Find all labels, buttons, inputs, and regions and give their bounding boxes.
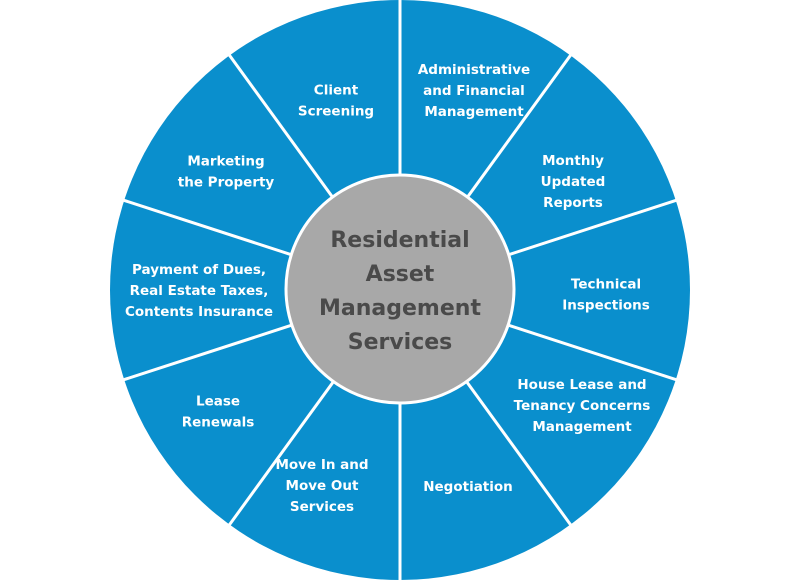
segment-label: Payment of Dues, Real Estate Taxes, Conten…	[125, 262, 273, 320]
segment-label-line: Monthly	[542, 153, 604, 169]
segment-label-line: and Financial	[423, 83, 525, 99]
segment-label-line: Move In and	[275, 457, 368, 473]
segment-label: Negotiation	[423, 479, 513, 495]
segment-divider	[507, 323, 679, 382]
segment-label-line: Payment of Dues,	[132, 262, 266, 278]
segment-label-line: Reports	[543, 195, 603, 211]
segment-label-line: Updated	[541, 174, 606, 190]
segment-label-line: Screening	[298, 104, 374, 120]
segment-label-line: Tenancy Concerns	[514, 398, 651, 414]
segment-label-line: Move Out	[286, 478, 359, 494]
center-title-line: Services	[348, 330, 453, 355]
segment-label-line: Negotiation	[423, 479, 513, 495]
segment-label: Marketing the Property	[178, 154, 275, 191]
segment-label-line: Services	[290, 499, 354, 515]
segment-divider	[227, 381, 335, 528]
segment-label-line: Management	[532, 419, 632, 435]
center-title-line: Residential	[330, 228, 469, 253]
segment-label-line: House Lease and	[517, 377, 646, 393]
center-title-line: Asset	[366, 262, 435, 287]
segment-divider	[465, 52, 573, 199]
segment-label-line: Contents Insurance	[125, 304, 273, 320]
segment-label-line: the Property	[178, 175, 275, 191]
segment-label-line: Real Estate Taxes,	[130, 283, 269, 299]
segment-label-line: Technical	[571, 277, 641, 293]
segment-divider	[121, 323, 293, 382]
segment-divider	[507, 198, 679, 257]
segment-label-line: Management	[424, 104, 524, 120]
segment-label-line: Inspections	[562, 298, 650, 314]
segment-divider	[121, 198, 293, 257]
segment-divider	[465, 381, 573, 528]
segment-label-line: Lease	[196, 394, 240, 410]
segment-label-line: Marketing	[187, 154, 264, 170]
segment-label-line: Client	[314, 83, 359, 99]
center-title-line: Management	[319, 296, 481, 321]
segment-label-line: Renewals	[182, 415, 255, 431]
segment-divider	[227, 52, 335, 199]
center-circle	[284, 173, 516, 405]
segment-label-line: Administrative	[418, 62, 530, 78]
